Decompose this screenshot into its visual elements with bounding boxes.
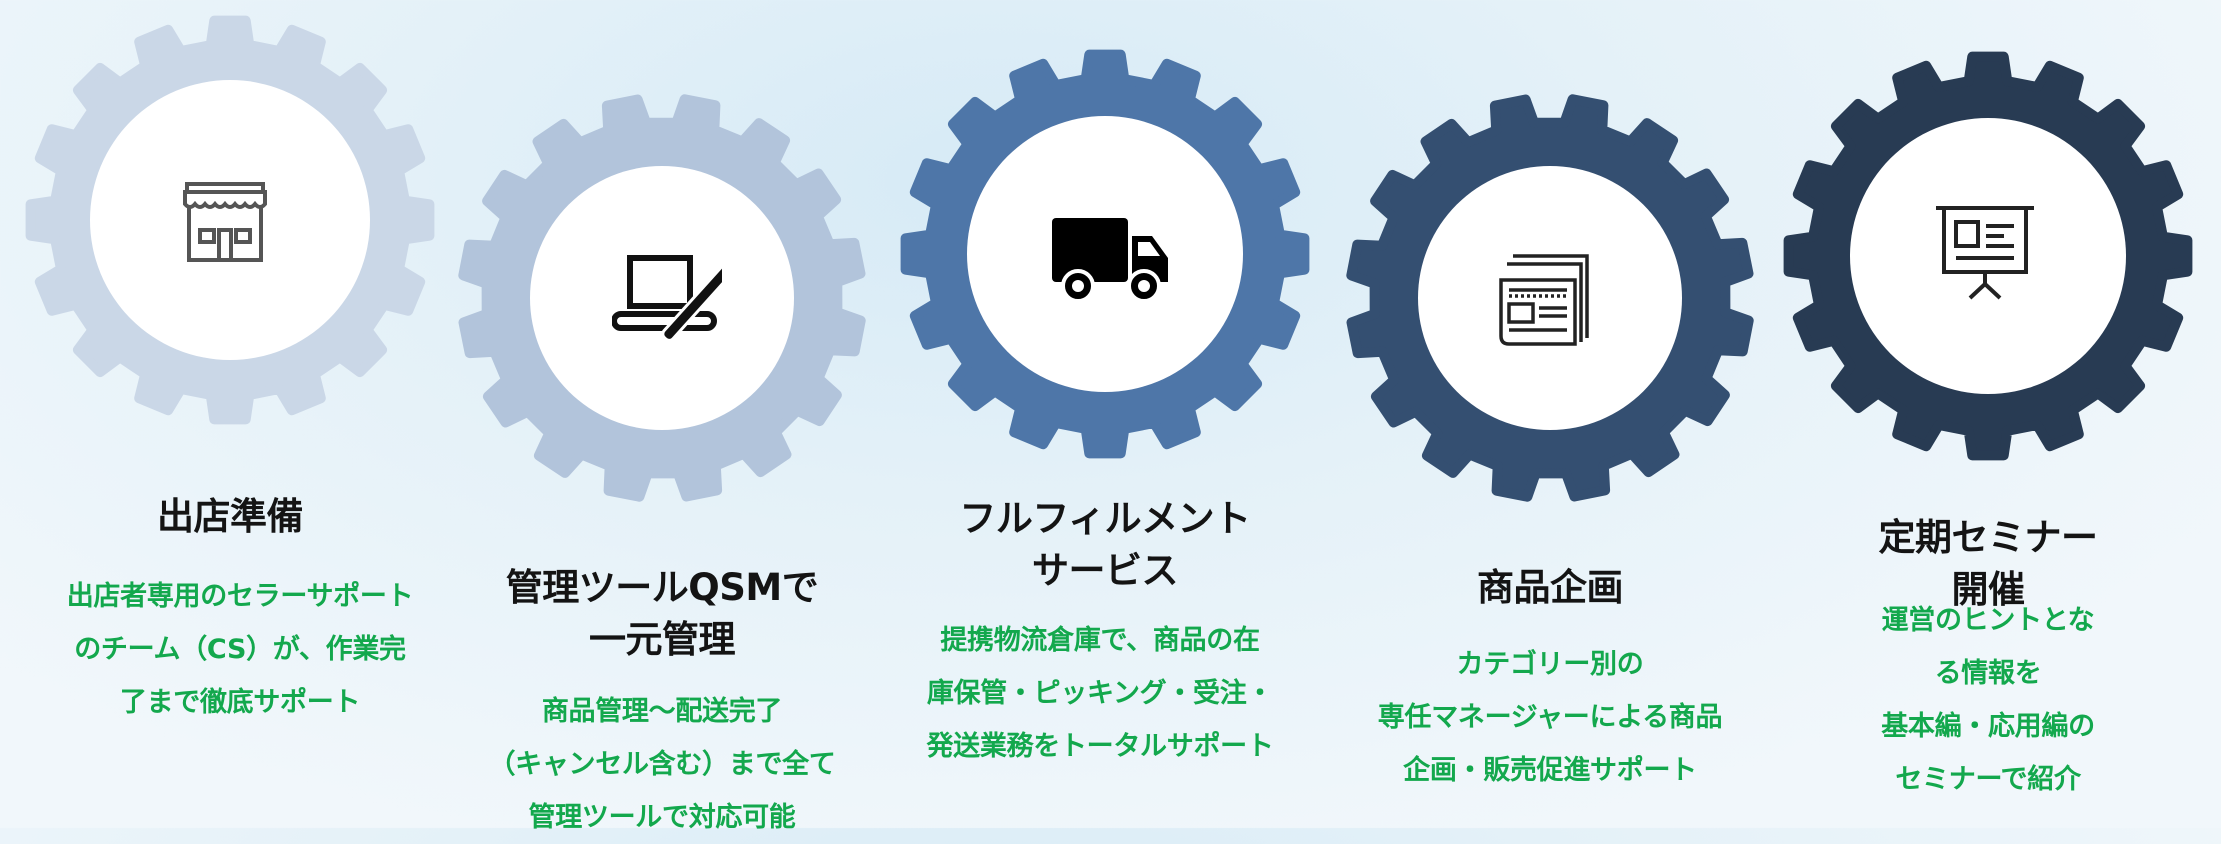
delivery-truck-icon xyxy=(1050,210,1174,310)
step-5-title: 定期セミナー開催 xyxy=(1878,516,2099,611)
newspaper-icon xyxy=(1495,250,1595,350)
gear-1 xyxy=(25,15,435,425)
step-1-title: 出店準備 xyxy=(157,495,304,538)
step-2-description: 商品管理～配送完了 （キャンセル含む）まで全て 管理ツールで対応可能 xyxy=(488,696,836,833)
laptop-pen-icon xyxy=(612,250,722,350)
gear-2 xyxy=(458,94,866,502)
gear-1-center-disc xyxy=(90,80,370,360)
gear-4-center-disc xyxy=(1418,166,1682,430)
storefront-icon xyxy=(175,172,275,272)
step-4-title: 商品企画 xyxy=(1477,566,1624,609)
step-3-description: 提携物流倉庫で、商品の在 庫保管・ピッキング・受注・ 発送業務をトータルサポート xyxy=(926,625,1274,762)
gear-2-center-disc xyxy=(530,166,794,430)
step-2-title: 管理ツールQSMで 一元管理 xyxy=(505,566,819,661)
presentation-board-icon xyxy=(1932,200,2038,306)
step-4-description: カテゴリー別の 専任マネージャーによる商品 企画・販売促進サポート xyxy=(1377,649,1723,786)
step-3-title: フルフィルメント サービス xyxy=(959,497,1251,592)
step-1-description: 出店者専用のセラーサポート のチーム（CS）が、作業完 了まで徹底サポート xyxy=(66,581,414,718)
gear-4 xyxy=(1346,94,1754,502)
step-5-description: 運営のヒントとなる情報を 基本編・応用編の セミナーで紹介 xyxy=(1881,605,2095,795)
